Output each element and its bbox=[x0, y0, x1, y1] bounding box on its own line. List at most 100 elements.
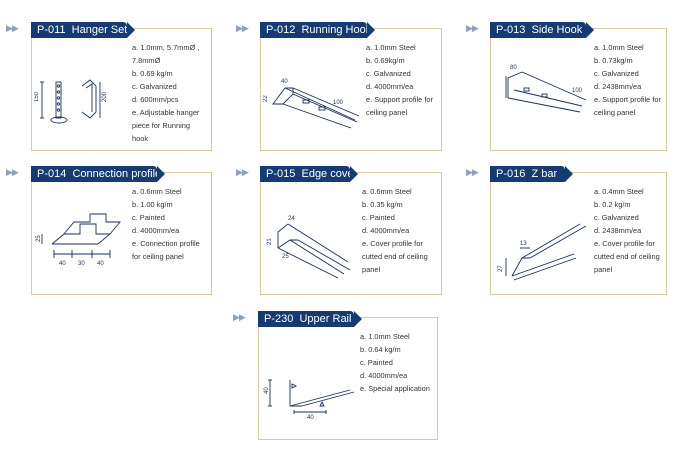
spec-line: hook bbox=[132, 134, 149, 143]
product-code: P-013 bbox=[496, 24, 526, 36]
profile-drawing-p013: 80 100 bbox=[505, 65, 587, 113]
profile-drawing-p015: 24 21 25 bbox=[267, 216, 351, 279]
product-title-p230: P-230 Upper Rail bbox=[258, 311, 362, 327]
product-name: Running Hook bbox=[301, 24, 372, 36]
spec-line: 7.8mmØ bbox=[132, 56, 161, 65]
spec-line: b. 0.73kg/m bbox=[594, 56, 633, 65]
profile-drawing-p011: 150 200 bbox=[34, 79, 108, 124]
spec-line: d. 4000mm/ea bbox=[132, 226, 180, 235]
product-specs-p230: a. 1.0mm Steel b. 0.64 kg/m c. Painted d… bbox=[360, 330, 430, 395]
product-title-p011: P-011 Hanger Set bbox=[31, 22, 135, 38]
product-code: P-230 bbox=[264, 313, 294, 325]
spec-line: c. Galvanized bbox=[366, 69, 411, 78]
product-code: P-015 bbox=[266, 168, 296, 180]
spec-line: b. 1.00 kg/m bbox=[132, 200, 173, 209]
profile-drawing-p012: 40 22 100 bbox=[263, 79, 360, 129]
dimension-label: 21 bbox=[267, 238, 273, 245]
spec-line: d. 4000mm/ea bbox=[366, 82, 414, 91]
spec-line: for ceiling panel bbox=[132, 252, 184, 261]
bullet-arrows-icon: ▶▶ bbox=[466, 167, 479, 177]
product-specs-p013: a. 1.0mm Steel b. 0.73kg/m c. Galvanized… bbox=[594, 41, 661, 119]
dimension-label: 40 bbox=[97, 261, 104, 267]
spec-line: cutted end of ceiling bbox=[594, 252, 660, 261]
product-card-p012 bbox=[260, 28, 442, 151]
spec-line: a. 0.6mm Steel bbox=[132, 187, 182, 196]
spec-line: e. Cover profile for bbox=[594, 239, 655, 248]
dimension-label: 25 bbox=[36, 235, 42, 242]
dimension-label: 27 bbox=[498, 265, 504, 272]
product-title-p013: P-013 Side Hook bbox=[490, 22, 594, 38]
spec-line: piece for Running bbox=[132, 121, 190, 130]
product-card-p014 bbox=[31, 172, 212, 295]
spec-line: b. 0.64 kg/m bbox=[360, 345, 401, 354]
spec-line: e. Special application bbox=[360, 384, 430, 393]
product-card-p013 bbox=[490, 28, 667, 151]
spec-line: a. 1.0mm Steel bbox=[366, 43, 416, 52]
dimension-label: 25 bbox=[282, 254, 289, 260]
spec-line: a. 1.0mm Steel bbox=[594, 43, 644, 52]
product-name: Upper Rail bbox=[299, 313, 352, 325]
profile-drawing-p016: 13 27 bbox=[498, 223, 587, 281]
dimension-label: 40 bbox=[59, 261, 66, 267]
spec-line: e. Adjustable hanger bbox=[132, 108, 200, 117]
product-title-p014: P-014 Connection profile bbox=[31, 166, 165, 182]
product-name: Connection profile bbox=[72, 168, 162, 180]
profile-drawing-p014: 25 40 30 40 bbox=[36, 213, 121, 267]
dimension-label: 24 bbox=[288, 216, 295, 222]
spec-line: e. Support profile for bbox=[366, 95, 433, 104]
product-card-p016 bbox=[490, 172, 667, 295]
dimension-label: 40 bbox=[281, 79, 288, 85]
bullet-arrows-icon: ▶▶ bbox=[6, 23, 19, 33]
spec-line: b. 0.69kg/m bbox=[366, 56, 405, 65]
dimension-label: 22 bbox=[263, 95, 269, 102]
product-title-p015: P-015 Edge cover bbox=[260, 166, 358, 182]
spec-line: c. Galvanized bbox=[132, 82, 177, 91]
product-code: P-014 bbox=[37, 168, 67, 180]
product-code: P-012 bbox=[266, 24, 296, 36]
spec-line: b. 0.2 kg/m bbox=[594, 200, 631, 209]
bullet-arrows-icon: ▶▶ bbox=[236, 23, 249, 33]
spec-line: d. 2438mm/ea bbox=[594, 82, 642, 91]
spec-line: c. Galvanized bbox=[594, 69, 639, 78]
product-title-p012: P-012 Running Hook bbox=[260, 22, 375, 38]
product-title-p016: P-016 Z bar bbox=[490, 166, 573, 182]
product-code: P-016 bbox=[496, 168, 526, 180]
product-specs-p011: a. 1.0mm, 5.7mmØ , 7.8mmØ b. 0.69 kg/m c… bbox=[132, 41, 199, 145]
spec-line: cutted end of ceiling bbox=[362, 252, 428, 261]
spec-line: ceiling panel bbox=[366, 108, 408, 117]
spec-line: e. Cover profile for bbox=[362, 239, 423, 248]
spec-line: c. Painted bbox=[360, 358, 393, 367]
product-card-p015 bbox=[260, 172, 442, 295]
product-specs-p016: a. 0.4mm Steel b. 0.2 kg/m c. Galvanized… bbox=[594, 185, 660, 276]
spec-line: c. Galvanized bbox=[594, 213, 639, 222]
profile-drawing-p230: 40 40 bbox=[264, 379, 355, 421]
spec-line: panel bbox=[362, 265, 381, 274]
spec-line: ceiling panel bbox=[594, 108, 636, 117]
product-code: P-011 bbox=[37, 24, 66, 36]
spec-line: c. Painted bbox=[132, 213, 165, 222]
bullet-arrows-icon: ▶▶ bbox=[236, 167, 249, 177]
spec-line: c. Painted bbox=[362, 213, 395, 222]
spec-line: a. 1.0mm Steel bbox=[360, 332, 410, 341]
spec-line: a. 0.4mm Steel bbox=[594, 187, 644, 196]
product-name: Z bar bbox=[531, 168, 558, 180]
product-name: Side Hook bbox=[531, 24, 583, 36]
bullet-arrows-icon: ▶▶ bbox=[6, 167, 19, 177]
spec-line: d. 600mm/pcs bbox=[132, 95, 179, 104]
spec-line: b. 0.35 kg/m bbox=[362, 200, 403, 209]
dimension-label: 40 bbox=[307, 415, 314, 421]
product-specs-p014: a. 0.6mm Steel b. 1.00 kg/m c. Painted d… bbox=[132, 185, 200, 263]
dimension-label: 13 bbox=[520, 241, 527, 247]
dimension-label: 200 bbox=[102, 91, 108, 102]
spec-line: a. 1.0mm, 5.7mmØ , bbox=[132, 43, 200, 52]
spec-line: d. 4000mm/ea bbox=[362, 226, 410, 235]
spec-line: panel bbox=[594, 265, 613, 274]
bullet-arrows-icon: ▶▶ bbox=[466, 23, 479, 33]
product-card-p230 bbox=[258, 317, 438, 440]
dimension-label: 150 bbox=[34, 91, 40, 102]
bullet-arrows-icon: ▶▶ bbox=[233, 312, 246, 322]
dimension-label: 40 bbox=[264, 387, 270, 394]
spec-line: b. 0.69 kg/m bbox=[132, 69, 173, 78]
spec-line: a. 0.6mm Steel bbox=[362, 187, 412, 196]
product-name: Hanger Set bbox=[71, 24, 128, 36]
